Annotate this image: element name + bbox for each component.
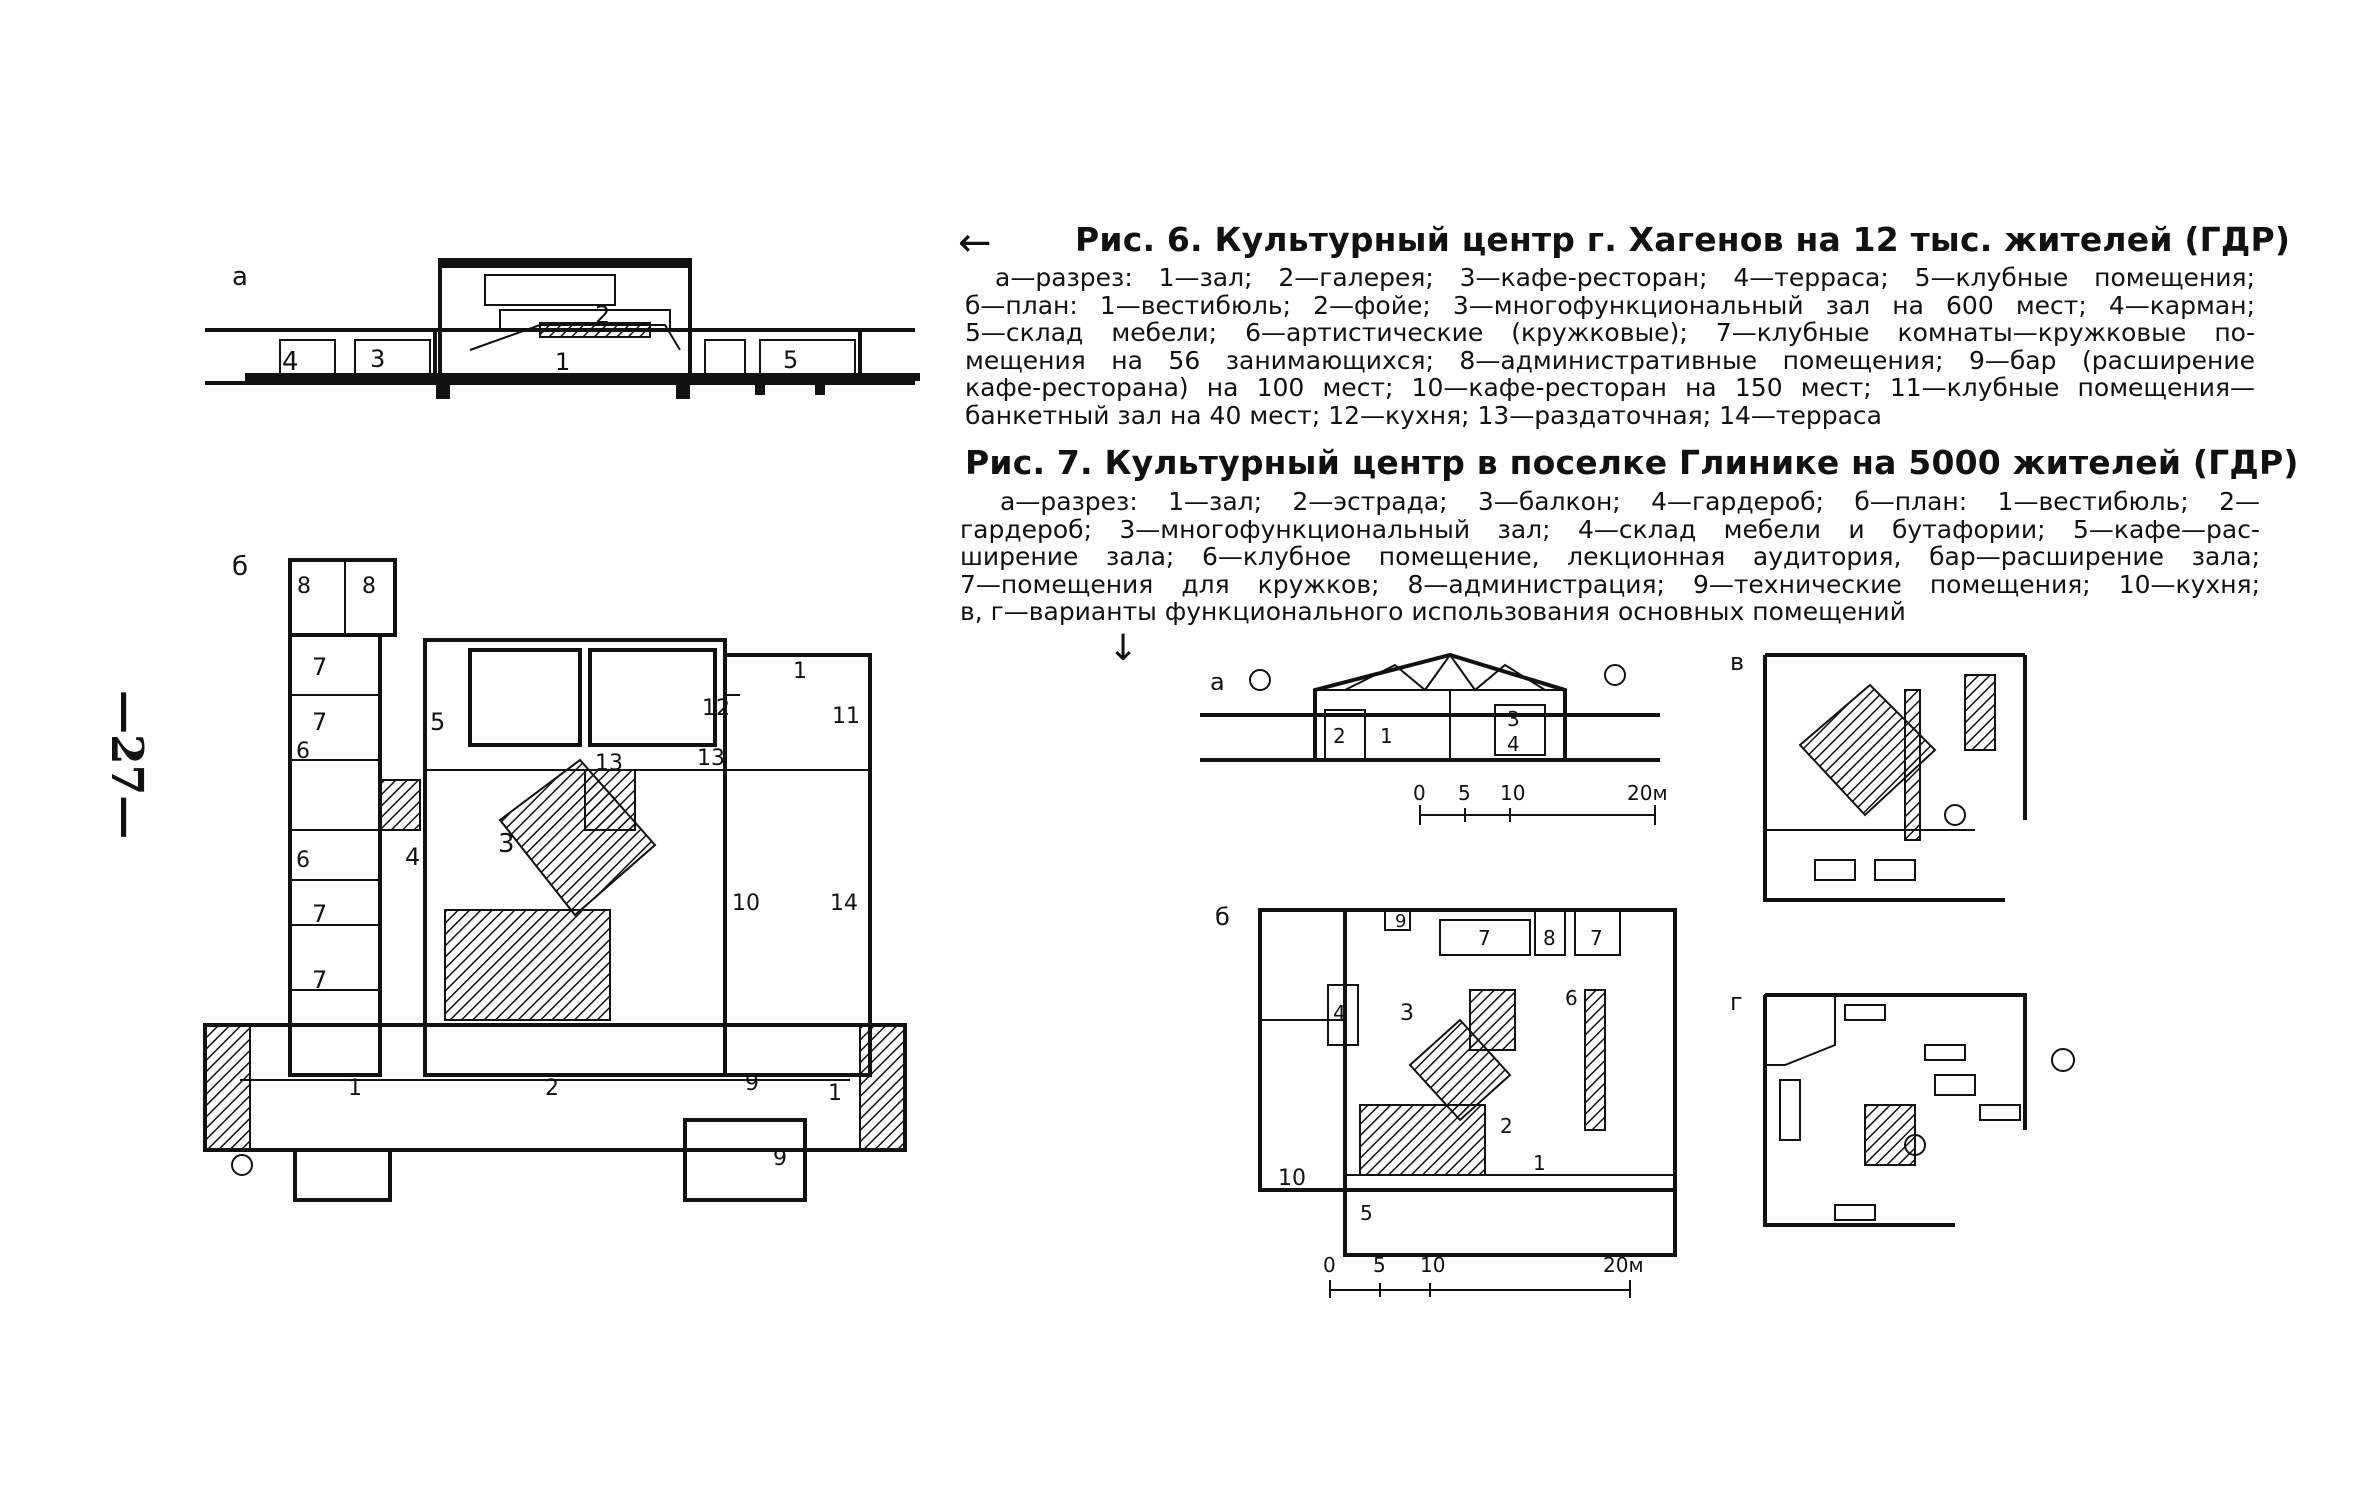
- fig6-plan-label: 2: [545, 1076, 559, 1101]
- fig7-variant-g-drawing: г: [1730, 988, 2075, 1227]
- fig6-plan-label: 9: [773, 1146, 787, 1171]
- fig7-plan-label: 7: [1590, 926, 1603, 950]
- fig6-section-label: 1: [555, 348, 570, 376]
- fig7-caption: а—разрез: 1—зал; 2—эстрада; 3—балкон; 4—…: [960, 488, 2260, 626]
- fig6-caption-line: мещения на 56 занимающихся; 8—администра…: [965, 346, 2255, 374]
- fig7-scale-tick: 5: [1458, 781, 1471, 805]
- fig6-plan-label: 3: [498, 829, 515, 859]
- fig7-section-label: 4: [1507, 732, 1520, 756]
- fig7-plan-label: 8: [1543, 926, 1556, 950]
- fig6-caption: а—разрез: 1—зал; 2—галерея; 3—кафе-ресто…: [965, 264, 2255, 429]
- fig6-plan-label: 5: [430, 708, 445, 736]
- fig7-scale-tick: 0: [1413, 781, 1426, 805]
- fig7-section-label: 2: [1333, 724, 1346, 748]
- fig6-plan-label: 8: [362, 574, 376, 599]
- fig6-section-label: 2: [595, 301, 610, 329]
- fig6-plan-label: 14: [830, 891, 858, 916]
- fig7-scale-tick: 20м: [1603, 1253, 1644, 1277]
- fig7-scale-tick: 0: [1323, 1253, 1336, 1277]
- fig6-plan-drawing: б 8 8 7 7 6 6 7 7 5 4 3 13 12 1 11 13 10…: [203, 552, 907, 1202]
- fig7-caption-line: а—разрез: 1—зал; 2—эстрада; 3—балкон; 4—…: [1000, 488, 2260, 516]
- fig6-plan-label: 8: [297, 574, 311, 599]
- fig7-plan-label: 3: [1400, 1001, 1414, 1026]
- fig7-plan-label: 10: [1278, 1166, 1306, 1191]
- fig7-plan-label: 6: [1565, 986, 1578, 1010]
- fig7-scale-tick: 10: [1500, 781, 1525, 805]
- fig6-plan-label: 4: [405, 843, 420, 871]
- fig7-plan-label: 4: [1333, 1001, 1346, 1025]
- fig7-plan-label: 9: [1395, 911, 1406, 932]
- fig7-variant-g-letter: г: [1730, 988, 1743, 1016]
- fig6-section-label: 5: [783, 346, 798, 374]
- fig6-caption-line: а—разрез: 1—зал; 2—галерея; 3—кафе-ресто…: [995, 264, 2255, 292]
- fig7-scale-tick: 10: [1420, 1253, 1445, 1277]
- fig7-variant-v-letter: в: [1730, 648, 1744, 676]
- fig6-section-label: 3: [370, 345, 385, 373]
- fig7-arrow: ↓: [1108, 628, 1139, 669]
- fig7-title: Рис. 7. Культурный центр в поселке Глини…: [965, 443, 2299, 482]
- fig7-caption-line: 7—помещения для кружков; 8—администрация…: [960, 570, 2260, 598]
- fig6-plan-letter: б: [232, 552, 248, 582]
- fig7-caption-line: в, г—варианты функционального использова…: [960, 598, 1906, 626]
- fig6-plan-label: 11: [832, 704, 860, 729]
- fig6-plan-label: 1: [348, 1076, 362, 1101]
- fig7-section-drawing: а 2 1 3 4 0 5 10 20м: [1200, 652, 1668, 825]
- fig6-plan-label: 9: [745, 1071, 759, 1096]
- fig6-plan-label: 7: [312, 900, 327, 928]
- fig6-section-letter: а: [232, 262, 248, 292]
- fig6-plan-label: 7: [312, 708, 327, 736]
- fig7-scale-tick: 20м: [1627, 781, 1668, 805]
- fig7-plan-drawing: б 9 7 8 7 4 3 6 2 1 10 5 0 5 10 20м: [1215, 903, 1677, 1298]
- fig6-section-drawing: а 4 3 2 1 5: [205, 258, 920, 399]
- fig6-title: Рис. 6. Культурный центр г. Хагенов на 1…: [1075, 220, 2291, 259]
- fig6-arrow: ←: [958, 220, 992, 266]
- fig7-scale-tick: 5: [1373, 1253, 1386, 1277]
- fig6-plan-label: 6: [296, 848, 310, 873]
- fig6-plan-label: 12: [702, 696, 730, 721]
- fig7-plan-label: 1: [1533, 1151, 1546, 1175]
- fig6-caption-line: банкетный зал на 40 мест; 12—кухня; 13—р…: [965, 401, 1882, 429]
- fig7-section-letter: а: [1210, 668, 1225, 696]
- fig6-plan-label: 7: [312, 653, 327, 681]
- fig7-caption-line: ширение зала; 6—клубное помещение, лекци…: [960, 543, 2260, 571]
- fig6-plan-label: 1: [793, 659, 807, 684]
- fig7-plan-label: 5: [1360, 1201, 1373, 1225]
- page-number: —27—: [101, 690, 152, 840]
- fig6-plan-label: 10: [732, 891, 760, 916]
- fig7-caption-line: гардероб; 3—многофункциональный зал; 4—с…: [960, 515, 2260, 543]
- fig6-plan-label: 7: [312, 966, 327, 994]
- fig6-plan-label: 1: [828, 1081, 842, 1106]
- fig7-section-label: 1: [1380, 724, 1393, 748]
- fig7-section-label: 3: [1507, 707, 1520, 731]
- fig6-plan-label: 6: [296, 739, 310, 764]
- fig7-variant-v-drawing: в: [1730, 648, 2027, 902]
- fig6-plan-label: 13: [595, 751, 623, 776]
- fig6-caption-line: б—план: 1—вестибюль; 2—фойе; 3—многофунк…: [965, 291, 2255, 319]
- fig6-caption-line: кафе-ресторана) на 100 мест; 10—кафе-рес…: [965, 374, 2255, 402]
- fig6-plan-label: 13: [697, 746, 725, 771]
- fig7-plan-letter: б: [1215, 903, 1230, 931]
- fig7-plan-label: 2: [1500, 1114, 1513, 1138]
- fig6-caption-line: 5—склад мебели; 6—артистические (кружков…: [965, 319, 2255, 347]
- fig6-section-label: 4: [282, 347, 299, 377]
- fig7-plan-label: 7: [1478, 926, 1491, 950]
